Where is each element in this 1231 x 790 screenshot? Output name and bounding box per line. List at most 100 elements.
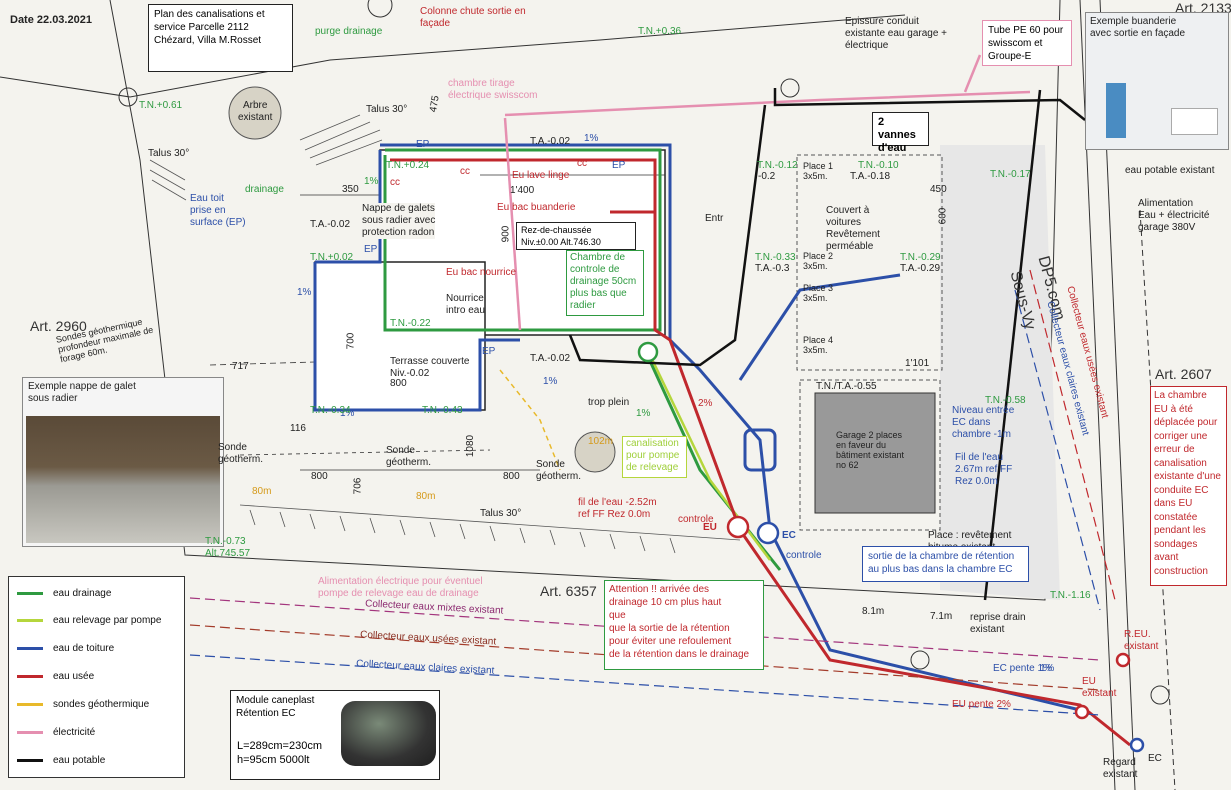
text-line: en faveur du bbox=[836, 440, 887, 450]
text-line: Revêtement bbox=[826, 229, 880, 240]
text-line: Exemple buanderie bbox=[1090, 16, 1177, 27]
buanderie-photo: Exemple buanderie avec sortie en façade bbox=[1085, 12, 1229, 150]
text-line: drainage 10 cm plus haut bbox=[609, 597, 722, 608]
slope-label: 1% bbox=[636, 408, 651, 419]
text-line: intro eau bbox=[446, 305, 485, 316]
potable-network bbox=[568, 88, 1086, 601]
text-line: EU bbox=[1082, 676, 1096, 687]
text-line: perméable bbox=[826, 241, 874, 252]
level-label: T.N.-0.73 bbox=[205, 536, 246, 547]
slope-label: 1% bbox=[584, 133, 599, 144]
text-line: Exemple nappe de galet bbox=[28, 381, 136, 392]
bac-nourrice-label: Eu bac nourrice bbox=[446, 267, 517, 278]
text-line: que la sortie de la rétention bbox=[609, 623, 730, 634]
text-line: pompe de relevage eau de drainage bbox=[318, 588, 479, 599]
chambre-eu-note-box: La chambre EU à été déplacée pour corrig… bbox=[1150, 386, 1227, 586]
level-label: T.N.-0.22 bbox=[390, 318, 431, 329]
trop-plein-label: trop plein bbox=[588, 397, 630, 408]
sink-shape bbox=[1171, 108, 1218, 135]
parking-outline bbox=[796, 154, 943, 531]
controle-ec-label: controle bbox=[786, 550, 822, 561]
legend-label: eau relevage par pompe bbox=[53, 615, 162, 626]
legend-swatch bbox=[17, 702, 43, 706]
text-line: L=289cm=230cm bbox=[237, 740, 322, 752]
text-line: R.EU. bbox=[1124, 629, 1151, 640]
text-line: Niveau entrée bbox=[952, 405, 1015, 416]
level-label: T.A.-0.02 bbox=[310, 219, 351, 230]
legend-swatch bbox=[17, 618, 43, 622]
text-line: Place 2 bbox=[803, 251, 834, 261]
text-line: erreur de bbox=[1154, 444, 1195, 455]
text-line: de la rétention dans le drainage bbox=[609, 649, 750, 660]
slope-label: 1% bbox=[364, 176, 379, 187]
text-line: existant bbox=[1103, 769, 1138, 780]
dim-label: 1'101 bbox=[905, 358, 930, 369]
level-label: T.N.+0.61 bbox=[139, 100, 183, 111]
text-line: sous radier bbox=[28, 393, 78, 404]
dim-label: 800 bbox=[390, 378, 407, 389]
drain-chamber bbox=[637, 341, 659, 363]
cc-label: cc bbox=[460, 166, 470, 177]
eu-pente-label: EU pente 2% bbox=[952, 699, 1011, 710]
legend-item: eau de toiture bbox=[17, 642, 114, 656]
text-line: prise en bbox=[190, 205, 226, 216]
text-line: Rétention EC bbox=[236, 708, 296, 719]
dim-label: 700 bbox=[345, 332, 357, 350]
level-label: T.N.+0.36 bbox=[638, 26, 682, 37]
legend-item: électricité bbox=[17, 726, 95, 740]
text-line: plus bas que bbox=[570, 288, 627, 299]
nappe-photo: Exemple nappe de galet sous radier bbox=[22, 377, 224, 547]
date-label: Date 22.03.2021 bbox=[10, 14, 92, 26]
relevage-network bbox=[648, 354, 771, 561]
level-label: T.A.-0.02 bbox=[530, 136, 571, 147]
text-line: Sonde bbox=[218, 442, 247, 453]
text-line: fil de l'eau -2.52m bbox=[578, 497, 657, 508]
cc-label: cc bbox=[390, 177, 400, 188]
legend-item: eau relevage par pompe bbox=[17, 614, 161, 628]
slope-label: 1% bbox=[543, 376, 558, 387]
level-label: T.N.-0.10 bbox=[858, 160, 899, 171]
text-line: Rez 0.0m bbox=[955, 476, 998, 487]
plan-title-line: Plan des canalisations et bbox=[154, 9, 265, 20]
text-line: Eau toit bbox=[190, 193, 224, 204]
text-line: Epissure conduit bbox=[845, 16, 919, 27]
eu-label: EU bbox=[703, 522, 717, 533]
toiture-network bbox=[313, 143, 1081, 712]
electricity-network bbox=[503, 54, 1031, 331]
dim-label: 1080 bbox=[465, 434, 477, 458]
legend-item: sondes géothermique bbox=[17, 698, 149, 712]
level-label: T.N.-0.43 bbox=[422, 405, 463, 416]
legend-label: eau de toiture bbox=[53, 643, 115, 654]
module-dims: L=289cm=230cm h=95cm 5000lt bbox=[237, 739, 322, 767]
text-line: Place 4 bbox=[803, 335, 834, 345]
text-line: au plus bas dans la chambre EC bbox=[868, 564, 1013, 575]
level-label: T.N.+0.02 bbox=[310, 252, 354, 263]
text-line: h=95cm 5000lt bbox=[237, 754, 310, 766]
text-line: conduite EC bbox=[1154, 484, 1209, 496]
text-line: avec sortie en façade bbox=[1090, 28, 1186, 39]
legend-item: eau usée bbox=[17, 670, 94, 684]
text-line: Nourrice bbox=[446, 293, 484, 304]
level-label: T.N.-0.34 bbox=[310, 405, 351, 416]
text-line: 3x5m. bbox=[803, 345, 828, 355]
talus-label: Talus 30° bbox=[480, 508, 522, 519]
article-2960: Art. 2960 bbox=[30, 318, 87, 334]
text-line: La chambre bbox=[1154, 390, 1207, 401]
text-line: d'eau bbox=[878, 142, 907, 154]
